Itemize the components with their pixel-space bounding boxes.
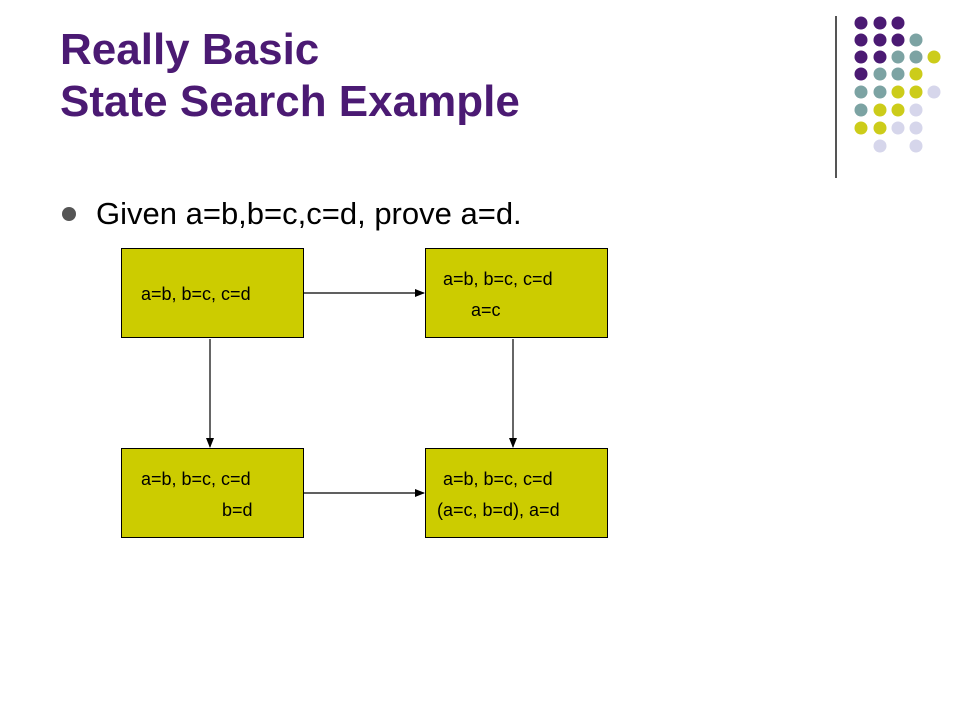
dot bbox=[891, 33, 905, 47]
dot bbox=[854, 67, 868, 81]
dot bbox=[873, 103, 887, 117]
dot bbox=[873, 50, 887, 64]
dot bbox=[854, 33, 868, 47]
state-box-goal-line2: (a=c, b=d), a=d bbox=[437, 500, 560, 520]
state-box-down-line2: b=d bbox=[222, 500, 253, 520]
dot bbox=[909, 67, 923, 81]
dot bbox=[909, 85, 923, 99]
dot bbox=[891, 16, 905, 30]
state-box-goal-line1: a=b, b=c, c=d bbox=[443, 469, 553, 489]
dot bbox=[854, 50, 868, 64]
dot bbox=[854, 16, 868, 30]
title-line-2: State Search Example bbox=[60, 77, 520, 126]
dot bbox=[909, 121, 923, 135]
dot bbox=[873, 33, 887, 47]
state-box-down-line1: a=b, b=c, c=d bbox=[141, 469, 251, 489]
state-box-goal: a=b, b=c, c=d (a=c, b=d), a=d bbox=[425, 448, 608, 538]
dot bbox=[909, 50, 923, 64]
dot bbox=[873, 139, 887, 153]
dot bbox=[891, 67, 905, 81]
dot bbox=[891, 103, 905, 117]
dot bbox=[873, 67, 887, 81]
state-box-right: a=b, b=c, c=d a=c bbox=[425, 248, 608, 338]
dot bbox=[854, 85, 868, 99]
bullet-icon bbox=[62, 207, 76, 221]
dot bbox=[873, 121, 887, 135]
dot bbox=[854, 121, 868, 135]
dot bbox=[891, 50, 905, 64]
dot bbox=[854, 103, 868, 117]
slide-title: Really Basic State Search Example bbox=[60, 24, 520, 128]
decorative-dot-grid bbox=[854, 16, 941, 153]
title-line-1: Really Basic bbox=[60, 25, 320, 74]
bullet-item: Given a=b,b=c,c=d, prove a=d. bbox=[62, 190, 522, 238]
dot bbox=[873, 16, 887, 30]
dot bbox=[927, 50, 941, 64]
state-box-down: a=b, b=c, c=d b=d bbox=[121, 448, 304, 538]
dot bbox=[891, 85, 905, 99]
dot bbox=[909, 33, 923, 47]
dot bbox=[909, 103, 923, 117]
divider-line bbox=[835, 16, 837, 178]
state-box-start: a=b, b=c, c=d bbox=[121, 248, 304, 338]
dot bbox=[909, 139, 923, 153]
state-box-right-line1: a=b, b=c, c=d bbox=[443, 269, 553, 289]
dot bbox=[891, 121, 905, 135]
dot bbox=[927, 85, 941, 99]
dot bbox=[873, 85, 887, 99]
state-box-start-line1: a=b, b=c, c=d bbox=[141, 284, 251, 304]
state-box-right-line2: a=c bbox=[471, 300, 501, 320]
bullet-text: Given a=b,b=c,c=d, prove a=d. bbox=[96, 196, 522, 231]
